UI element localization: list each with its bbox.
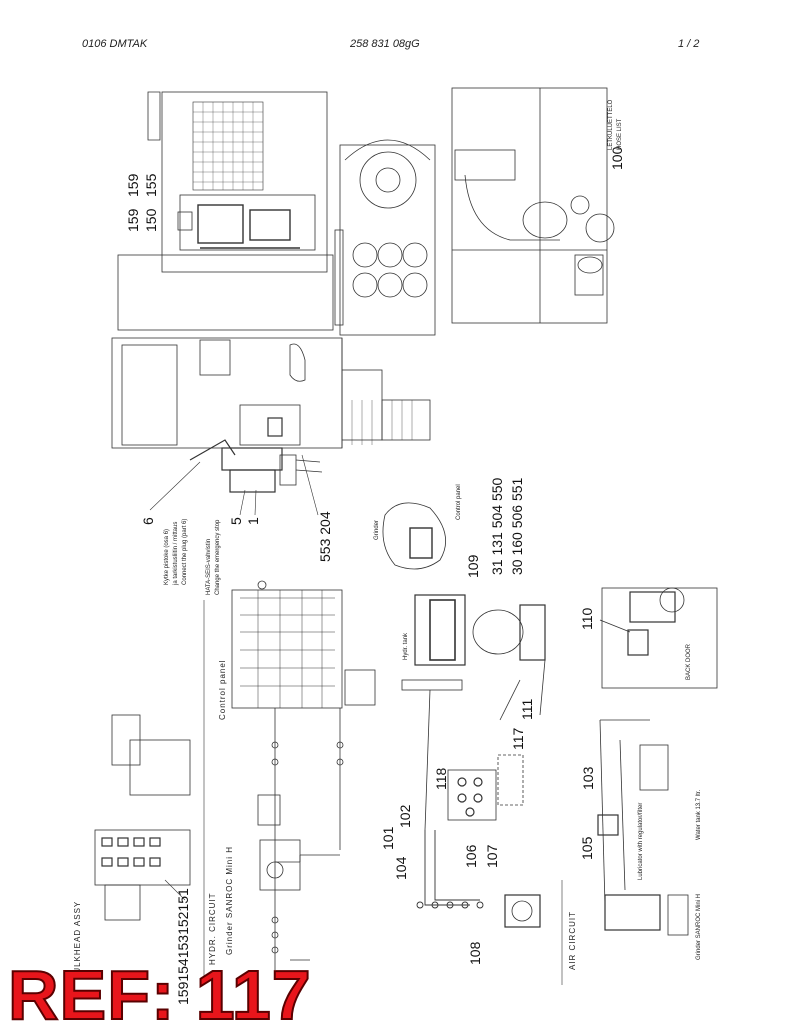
hydr-circuit-title: HYDR. CIRCUIT <box>208 892 217 965</box>
callout-106: 106 <box>463 844 479 868</box>
note-en-2: HATA-SEIS-vahvistin <box>206 539 212 595</box>
page-number: 1 / 2 <box>678 38 700 50</box>
callout-111: 111 <box>519 699 535 720</box>
document-code: 0106 DMTAK <box>82 38 148 50</box>
lubricator-label: Lubricator with regulator/filter <box>638 803 644 880</box>
note-fi-2: ja tarkistusliitin / mittaus <box>173 522 179 586</box>
callout-151: 159154153152151 <box>175 888 191 1005</box>
callout-109: 109 <box>465 554 481 578</box>
ref-stamp: REF: 117 <box>7 956 312 1034</box>
machine-top-view <box>117 87 615 336</box>
callout-5: 5 <box>228 517 244 525</box>
hydraulic-tank-area: Hydr. tank Grinder Control panel <box>374 484 546 928</box>
control-panel-title: Control panel <box>218 659 227 720</box>
note-fi: Kytke pistoke (osa 6) <box>164 529 170 585</box>
bulkhead-assy: BULKHEAD ASSY <box>73 714 191 980</box>
hydr-tank-label: Hydr. tank <box>403 632 409 660</box>
hydraulic-circuit: HYDR. CIRCUIT Grinder SANROC Mini H Cont… <box>203 580 376 985</box>
machine-side-view <box>111 337 431 516</box>
callout-108: 108 <box>467 941 483 965</box>
grinder-mini-label: Grinder SANROC Mini H <box>696 894 702 960</box>
document-number: 258 831 08gG <box>350 38 420 50</box>
callout-155: 155 <box>143 173 159 197</box>
callout-102: 102 <box>397 804 413 828</box>
water-tank-label: Water tank 13.7 ltr. <box>696 790 702 840</box>
hydr-circuit-subtitle: Grinder SANROC Mini H <box>225 846 234 955</box>
callout-30: 30 160 506 551 <box>509 477 525 575</box>
callout-150: 150 <box>143 208 159 232</box>
hose-list-en: HOSE LIST <box>617 118 623 150</box>
air-circuit-title: AIR CIRCUIT <box>568 911 577 970</box>
callout-107: 107 <box>484 844 500 868</box>
control-panel-label-2: Control panel <box>456 484 462 520</box>
hose-list-fi: LETKULUETTELO <box>608 99 614 150</box>
callout-103: 103 <box>580 766 596 790</box>
callout-100: 100 <box>609 146 625 170</box>
callout-118: 118 <box>433 767 449 790</box>
grinder-label: Grinder <box>374 520 380 540</box>
callout-104: 104 <box>393 856 409 880</box>
note-en: Connect the plug (part 6) <box>182 519 188 585</box>
callouts: 159 159 150 155 100 LETKULUETTELO HOSE L… <box>125 99 625 1005</box>
callout-553: 553 204 <box>317 511 333 562</box>
callout-101: 101 <box>380 826 396 850</box>
callout-159a: 159 <box>125 208 141 232</box>
note-en-3: Change the emergency stop <box>215 519 221 595</box>
callout-117: 117 <box>510 727 526 750</box>
callout-1: 1 <box>245 517 261 525</box>
callout-159b: 159 <box>125 173 141 197</box>
back-door-label: BACK DOOR <box>686 643 692 680</box>
callout-6: 6 <box>140 517 156 525</box>
notes-block: Kytke pistoke (osa 6) ja tarkistusliitin… <box>164 519 221 595</box>
air-circuit: AIR CIRCUIT Water tank 13.7 ltr. Lubrica… <box>561 587 718 985</box>
bulkhead-title: BULKHEAD ASSY <box>73 901 82 980</box>
callout-105: 105 <box>579 836 595 860</box>
callout-110: 110 <box>579 607 595 630</box>
callout-31: 31 131 504 550 <box>489 477 505 575</box>
